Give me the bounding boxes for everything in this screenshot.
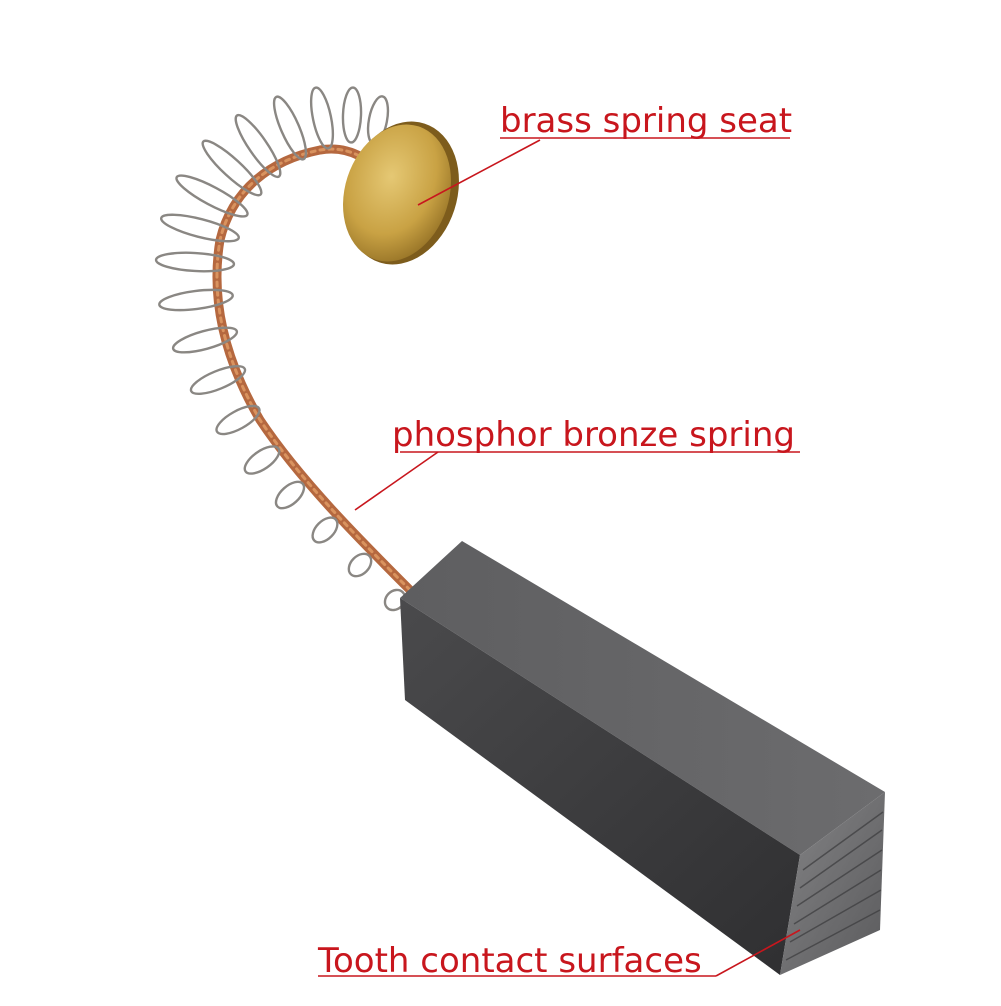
leader-lines [318,137,801,977]
spring-coil [274,480,306,510]
spring-coil [234,113,282,179]
spring-coil [215,404,261,436]
label-tooth-contact-surfaces: Tooth contact surfaces [318,941,702,981]
spring-coil [175,174,249,218]
spring-coil [309,86,335,150]
spring-coil [341,86,363,144]
spring-coil [171,326,239,354]
spring-coil [272,95,308,161]
spring-coil [311,516,339,544]
spring-coils [154,86,407,612]
label-phosphor-bronze-spring: phosphor bronze spring [392,415,795,455]
spring-coil [154,251,236,273]
spring-coil [243,445,281,475]
spring-coil [159,213,241,243]
spring-coil [201,139,263,197]
spring-coil [347,552,373,578]
brass-seat-icon [343,121,459,265]
carbon-block-icon [400,541,885,975]
spring-coil [158,288,234,312]
label-brass-spring-seat: brass spring seat [500,101,793,141]
spring-coil [189,364,247,396]
